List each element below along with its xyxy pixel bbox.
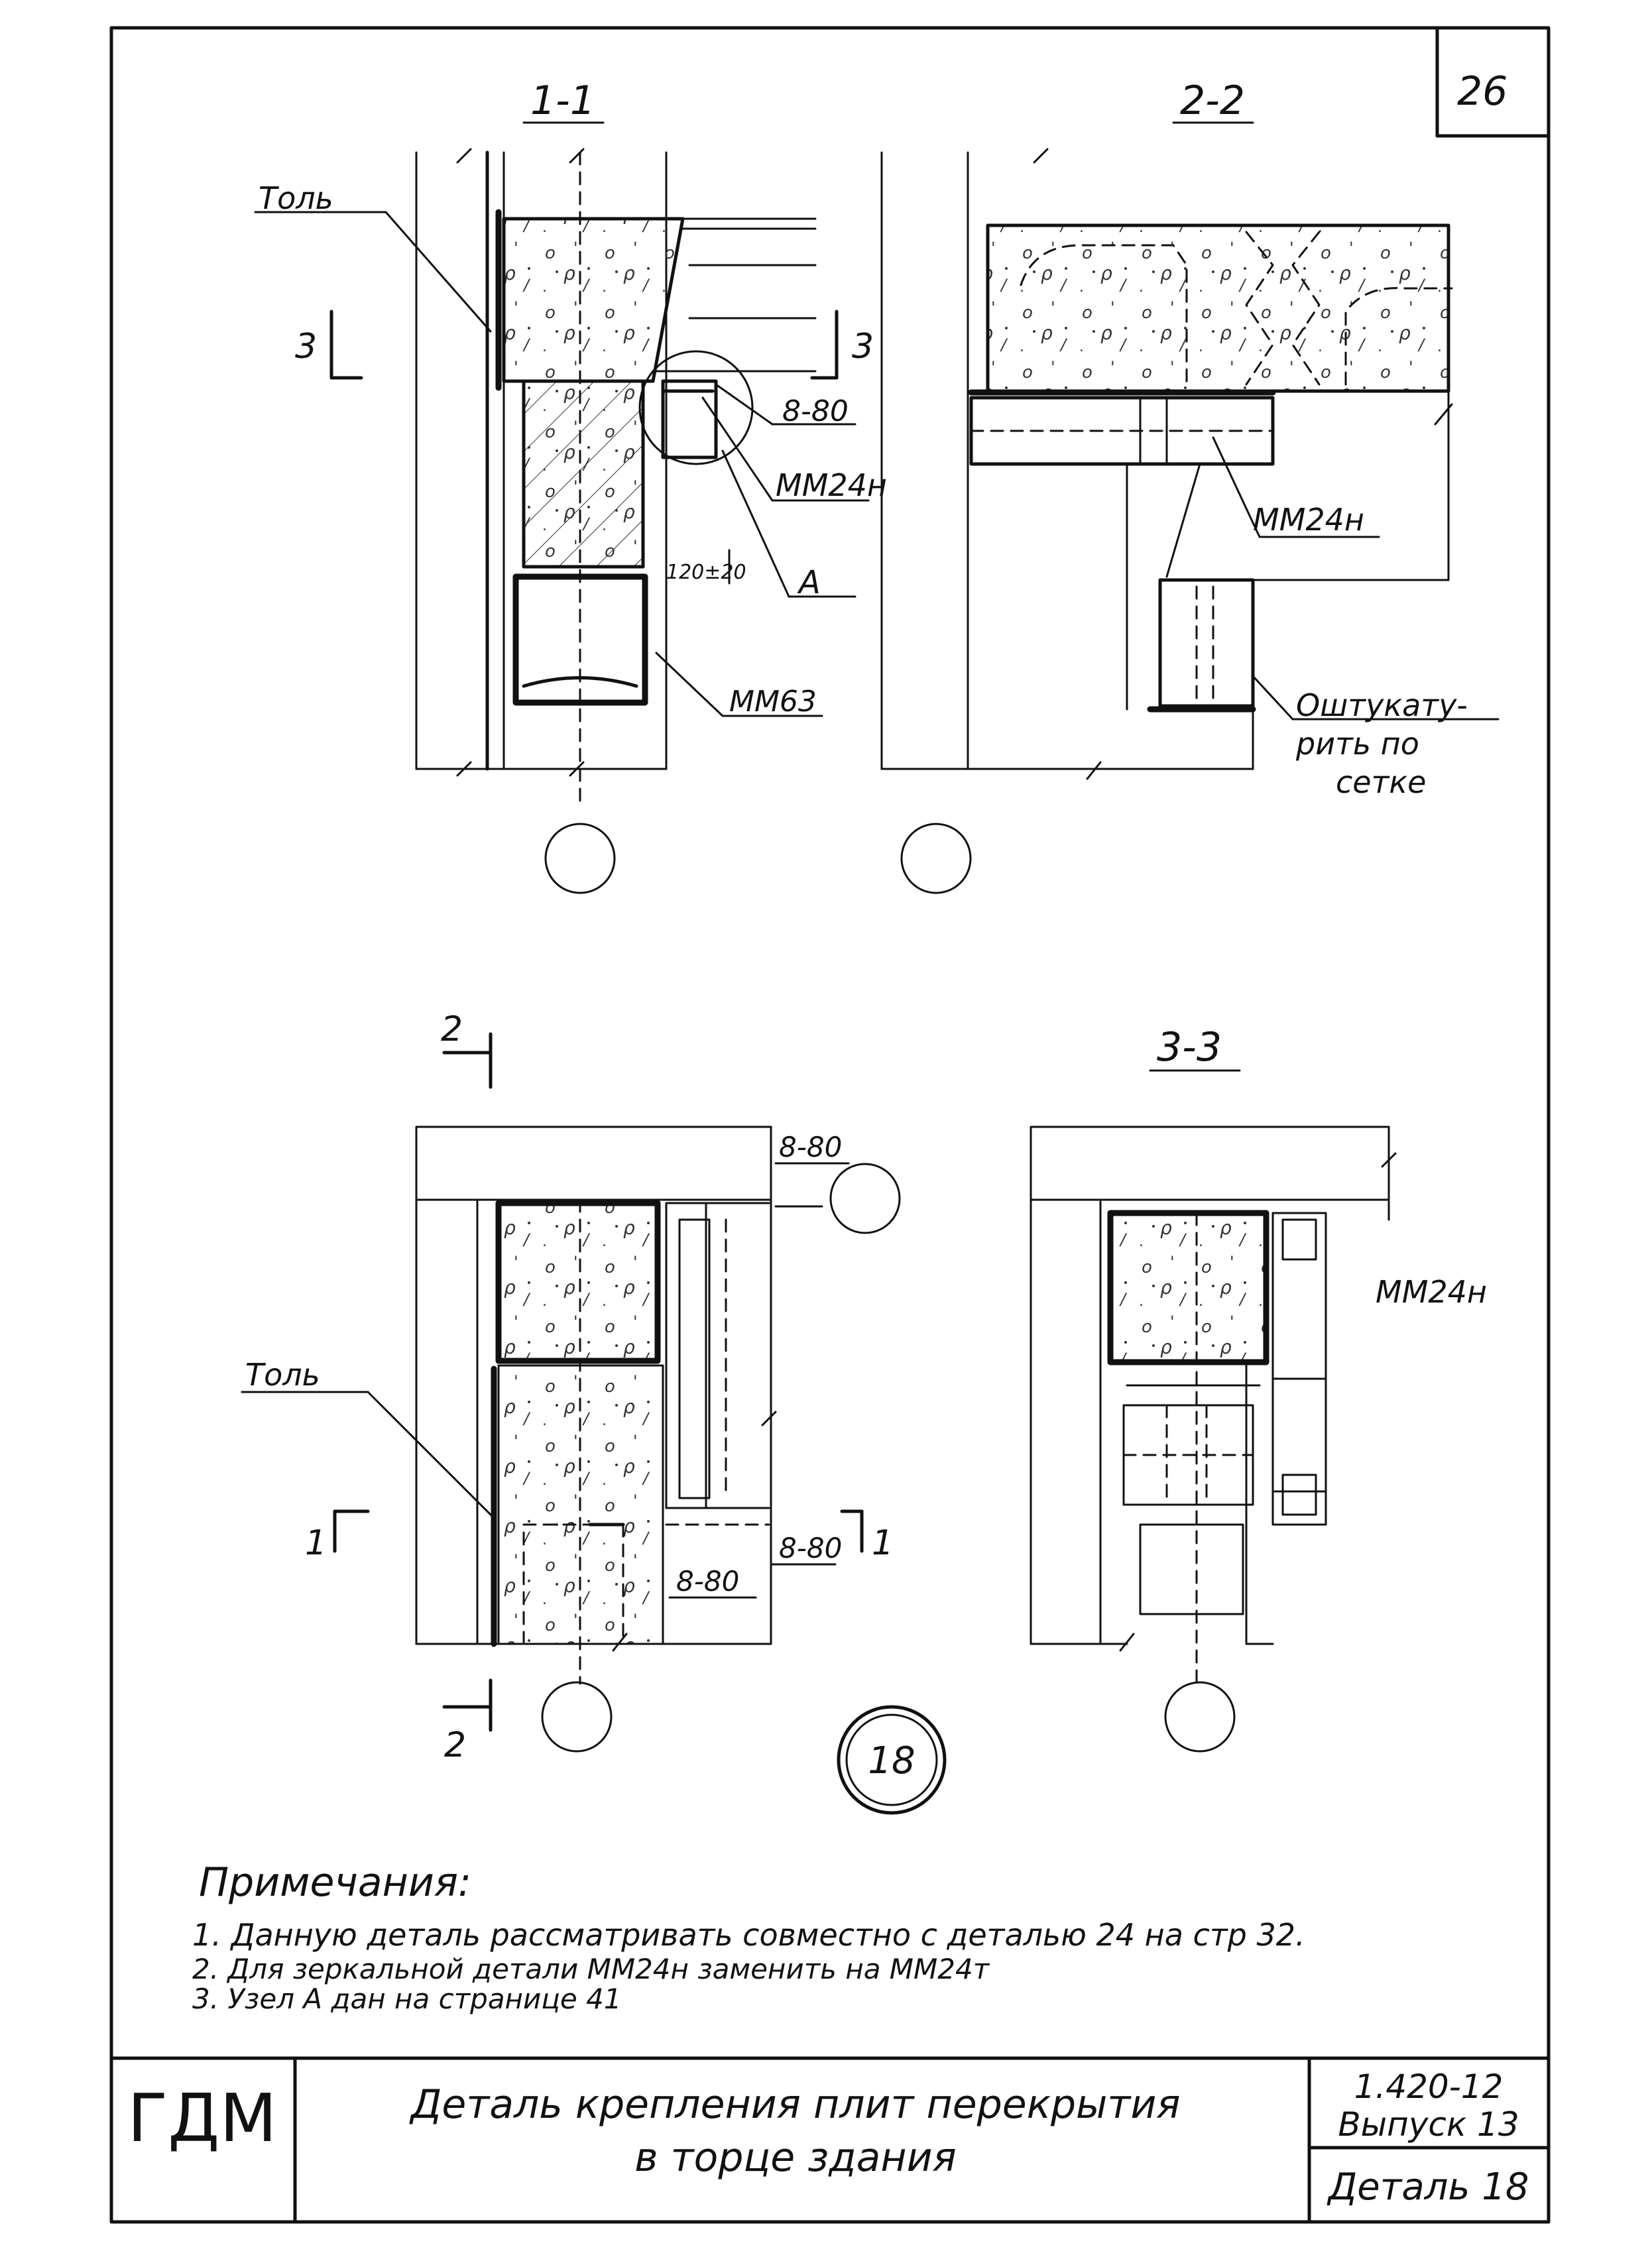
cut-3-right: 3 [852, 327, 874, 367]
note-3: 3. Узел А дан на странице 41 [192, 1983, 622, 2015]
detail-number: 18 [868, 1739, 915, 1782]
drawing-title-line1: Деталь крепления плит перекрытия [409, 2081, 1181, 2128]
mm63-label: ММ63 [729, 685, 817, 719]
series-number: 1.420-12 [1354, 2067, 1504, 2106]
drawing-title-line2: в торце здания [634, 2134, 956, 2181]
section-1-1-label: 1-1 [530, 78, 595, 124]
section-2-2-label: 2-2 [1180, 78, 1245, 124]
plaster-label-1: Оштукату- [1296, 687, 1468, 723]
cut-2-bottom: 2 [444, 1725, 466, 1765]
title-block [109, 2056, 1551, 2224]
tol-label-bottom: Толь [245, 1357, 320, 1393]
section-3-3: 3-3 [1030, 1024, 1397, 1753]
plaster-label-3: сетке [1336, 764, 1426, 800]
issue-number: Выпуск 13 [1338, 2105, 1519, 2144]
plan-view [241, 1032, 901, 1753]
detail-label: Деталь 18 [1327, 2166, 1529, 2209]
note-2: 2. Для зеркальной детали ММ24н заменить … [192, 1953, 990, 1985]
cut-1-left: 1 [305, 1523, 327, 1563]
page-number: 26 [1457, 68, 1507, 115]
cut-3-left: 3 [295, 327, 317, 367]
mm24-label-c: ММ24н [1376, 1274, 1487, 1310]
logo-mark: ГДМ [127, 2079, 276, 2157]
detail-number-circle [837, 1705, 947, 1815]
dim-8-80-d: 8-80 [676, 1565, 739, 1597]
dim-8-80-c: 8-80 [779, 1532, 842, 1564]
mm24-label-b: ММ24н [1253, 502, 1364, 538]
cut-1-right: 1 [872, 1523, 894, 1563]
node-a-label: А [797, 564, 821, 601]
note-1: 1. Данную деталь рассматривать совместно… [192, 1917, 1305, 1953]
tol-label-top: Толь [259, 180, 333, 216]
notes-title: Примечания: [199, 1859, 471, 1906]
section-2-2: 2-2 [880, 78, 1500, 894]
plaster-label-2: рить по [1295, 726, 1419, 762]
mm24-label-a: ММ24н [776, 467, 887, 503]
dim-8-80-b: 8-80 [779, 1131, 842, 1163]
section-3-3-label: 3-3 [1157, 1024, 1222, 1071]
section-1-1: 1-1 [254, 78, 870, 894]
cut-2-top: 2 [441, 1010, 463, 1049]
sheet-frame [109, 26, 1551, 2224]
dim-120: 120±20 [666, 561, 746, 584]
dim-8-80-a: 8-80 [782, 394, 849, 428]
